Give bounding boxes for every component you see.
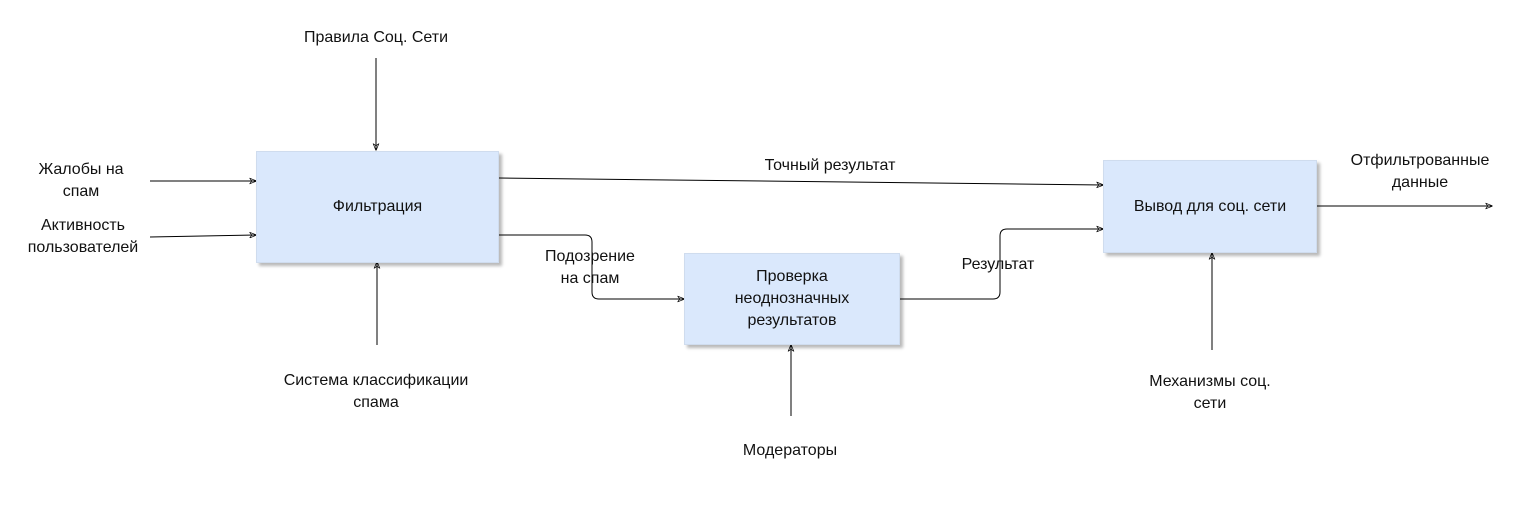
- filter-to-output-arrow: [498, 177, 1103, 185]
- mechanisms-label: Механизмы соц. сети: [1149, 373, 1271, 412]
- check-to-output-arrow: [900, 229, 1103, 300]
- classifier-label: Система классификации спама: [283, 372, 469, 411]
- filtered-data-label: Отфильтрованные данные: [1350, 152, 1490, 191]
- moderators-label: Модераторы: [742, 442, 838, 459]
- check-box: Проверка неоднозначных результатов: [684, 253, 900, 345]
- filter-to-check-arrow: [499, 234, 684, 299]
- activity-label: Активность пользователей: [27, 217, 139, 256]
- exact-result-label: Точный результат: [764, 157, 896, 174]
- activity-to-filter-arrow: [149, 235, 256, 237]
- filter-box: Фильтрация: [256, 151, 499, 263]
- rules-label: Правила Соц. Сети: [303, 29, 449, 46]
- suspicion-label: Подозрение на спам: [545, 248, 635, 287]
- result-label: Результат: [961, 256, 1035, 273]
- complaints-label: Жалобы на спам: [38, 161, 124, 200]
- output-box: Вывод для соц. сети: [1103, 160, 1317, 253]
